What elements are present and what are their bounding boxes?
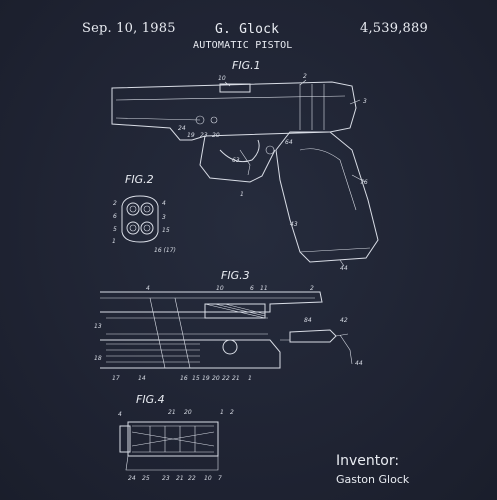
inventor-name: Gaston Glock	[336, 473, 410, 486]
svg-text:3: 3	[363, 98, 367, 105]
svg-text:25: 25	[142, 475, 150, 482]
svg-text:24: 24	[128, 475, 136, 482]
svg-text:21: 21	[168, 409, 176, 416]
inventor-label: Inventor:	[336, 453, 400, 469]
svg-text:16: 16	[180, 375, 188, 382]
svg-text:44: 44	[340, 265, 348, 272]
svg-text:63: 63	[232, 157, 240, 164]
svg-text:11: 11	[260, 285, 268, 292]
svg-text:5: 5	[113, 226, 117, 233]
svg-text:23: 23	[162, 475, 170, 482]
svg-text:21: 21	[232, 375, 240, 382]
svg-text:4: 4	[118, 411, 122, 418]
svg-text:16 (17): 16 (17)	[154, 247, 176, 254]
svg-text:20: 20	[212, 375, 220, 382]
svg-text:10: 10	[204, 475, 212, 482]
svg-text:6: 6	[113, 213, 117, 220]
patent-date: Sep. 10, 1985	[82, 21, 176, 36]
fig2-label: FIG.2	[125, 173, 154, 186]
svg-text:20: 20	[184, 409, 192, 416]
svg-text:18: 18	[94, 355, 102, 362]
svg-text:84: 84	[304, 317, 312, 324]
svg-text:2: 2	[113, 200, 117, 207]
svg-text:2: 2	[310, 285, 314, 292]
svg-text:15: 15	[192, 375, 200, 382]
svg-text:43: 43	[290, 221, 298, 228]
svg-text:2: 2	[230, 409, 234, 416]
fig3-label: FIG.3	[221, 269, 250, 282]
svg-text:10: 10	[216, 285, 224, 292]
svg-text:6: 6	[250, 285, 254, 292]
patent-number: 4,539,889	[360, 21, 428, 36]
svg-text:22: 22	[222, 375, 230, 382]
svg-text:42: 42	[340, 317, 348, 324]
fig4-label: FIG.4	[136, 393, 165, 406]
svg-text:24: 24	[178, 125, 186, 132]
patent-title: AUTOMATIC PISTOL	[193, 40, 293, 51]
svg-text:64: 64	[285, 139, 293, 146]
inventor-header: G. Glock	[215, 22, 280, 37]
svg-text:19: 19	[202, 375, 210, 382]
svg-text:19: 19	[187, 132, 195, 139]
svg-text:1: 1	[248, 375, 252, 382]
svg-text:1: 1	[240, 191, 244, 198]
svg-text:20: 20	[212, 132, 220, 139]
svg-text:3: 3	[162, 214, 166, 221]
svg-text:13: 13	[94, 323, 102, 330]
fig1-label: FIG.1	[232, 59, 261, 72]
svg-text:10: 10	[218, 75, 226, 82]
svg-text:4: 4	[146, 285, 150, 292]
svg-text:76: 76	[360, 179, 368, 186]
svg-text:14: 14	[138, 375, 146, 382]
svg-text:17: 17	[112, 375, 120, 382]
svg-text:2: 2	[303, 73, 307, 80]
svg-text:4: 4	[162, 200, 166, 207]
fig2-drawing: 2 4 3 6 5 15 1 16 (17)	[112, 196, 176, 254]
svg-text:21: 21	[176, 475, 184, 482]
svg-text:15: 15	[162, 227, 170, 234]
svg-text:1: 1	[112, 238, 116, 245]
svg-text:44: 44	[355, 360, 363, 367]
svg-text:22: 22	[188, 475, 196, 482]
svg-text:23: 23	[200, 132, 208, 139]
svg-text:1: 1	[220, 409, 224, 416]
svg-text:7: 7	[218, 475, 222, 482]
